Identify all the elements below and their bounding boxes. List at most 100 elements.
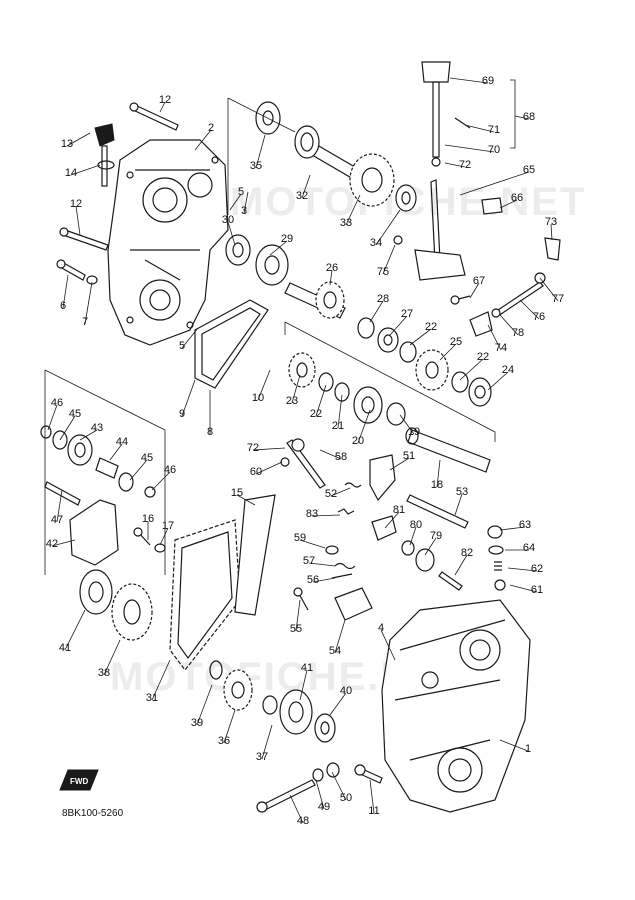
callout-leader — [539, 277, 559, 302]
callout-label: 78 — [512, 327, 524, 339]
callout-label: 74 — [495, 342, 507, 354]
washer-46a — [40, 425, 52, 439]
callout-label: 68 — [523, 111, 535, 123]
callout-labels: 1234556789101112121314151617181920212222… — [46, 75, 564, 827]
callout-label: 40 — [340, 685, 352, 697]
callout-label: 76 — [533, 311, 545, 323]
callout-leader — [345, 194, 361, 226]
callout-label: 32 — [296, 190, 308, 202]
callout-leader — [509, 584, 538, 593]
washer-37 — [262, 695, 278, 715]
callout-label: 56 — [307, 574, 319, 586]
callout-label: 72 — [459, 159, 471, 171]
callout-leader — [194, 129, 212, 151]
callout-label: 67 — [473, 275, 485, 287]
callout-label: 47 — [51, 514, 63, 526]
callout-leader — [319, 449, 342, 460]
callout-leader — [236, 494, 256, 506]
nut-78 — [491, 308, 501, 318]
bearing-24 — [468, 377, 492, 407]
callout-leader — [301, 174, 311, 199]
shaft-32 — [294, 125, 361, 181]
callout-leader — [329, 269, 333, 286]
callout-leader — [252, 447, 286, 451]
callout-leader — [79, 429, 98, 441]
callout-label: 5 — [238, 186, 244, 198]
nut-75 — [393, 235, 403, 245]
callout-label: 42 — [46, 538, 58, 550]
callout-leader — [459, 358, 484, 381]
rod-67 — [450, 295, 471, 305]
callout-label: 58 — [335, 451, 347, 463]
washer-22c — [318, 372, 334, 392]
callout-label: 2 — [208, 122, 214, 134]
callout-leader — [295, 599, 301, 632]
callout-label: 6 — [60, 300, 66, 312]
callout-leader — [261, 724, 273, 760]
callout-leader — [103, 639, 121, 676]
callout-label: 14 — [65, 167, 77, 179]
washer-45a — [52, 430, 68, 450]
gear-33 — [349, 153, 395, 207]
callout-leader — [289, 794, 304, 824]
bearing-41b — [279, 689, 313, 735]
pin-56 — [331, 573, 353, 579]
bolt-6 — [56, 259, 86, 281]
callout-leader — [257, 369, 271, 401]
callout-label: 82 — [461, 547, 473, 559]
spring-83 — [337, 508, 355, 515]
callout-label: 23 — [286, 395, 298, 407]
gasket-plate — [194, 299, 269, 389]
callout-leader — [75, 205, 81, 236]
shift-shaft-58 — [286, 438, 326, 489]
callout-label: 61 — [531, 584, 543, 596]
callout-leader — [337, 394, 343, 429]
chain-31 — [169, 519, 241, 671]
callout-label: 83 — [306, 508, 318, 520]
callout-label: 71 — [488, 124, 500, 136]
callout-leader — [315, 779, 325, 810]
knob-69 — [421, 61, 451, 158]
callout-label: 22 — [425, 321, 437, 333]
callout-leader — [70, 164, 101, 176]
shaft-18 — [405, 427, 491, 473]
gear-23 — [288, 352, 316, 388]
bracket-66 — [481, 197, 503, 215]
callout-label: 28 — [377, 293, 389, 305]
end-74 — [469, 311, 493, 337]
callout-leader — [436, 459, 441, 488]
washer-49 — [312, 768, 324, 782]
collar-44 — [95, 457, 119, 479]
callout-label: 22 — [310, 408, 322, 420]
fwd-arrow-icon: FWD — [59, 769, 99, 791]
ball-61 — [494, 579, 506, 591]
callout-label: 27 — [401, 308, 413, 320]
callout-leader — [315, 384, 327, 417]
callout-leader — [499, 526, 526, 531]
callout-leader — [243, 191, 249, 214]
callout-label: 59 — [294, 532, 306, 544]
callout-leader — [308, 562, 336, 567]
collar-80 — [401, 540, 415, 556]
callout-leader — [255, 134, 266, 169]
callout-label: 75 — [377, 266, 389, 278]
gear-38 — [111, 583, 153, 641]
callout-label: 5 — [179, 340, 185, 352]
callout-leader — [151, 659, 171, 701]
callout-leader — [499, 199, 518, 209]
washer-59 — [325, 545, 339, 555]
joint-73 — [544, 237, 561, 261]
callout-label: 10 — [252, 392, 264, 404]
washer-21 — [334, 382, 350, 402]
callout-label: 30 — [222, 214, 234, 226]
spring-52 — [344, 482, 362, 488]
shift-lever-65 — [414, 179, 466, 281]
callout-leader — [291, 374, 301, 404]
washer-17 — [154, 543, 166, 553]
gear-25 — [415, 349, 449, 391]
callout-label: 53 — [456, 486, 468, 498]
callout-label: 60 — [250, 466, 262, 478]
bolt-82 — [438, 571, 463, 591]
callout-label: 64 — [523, 542, 535, 554]
